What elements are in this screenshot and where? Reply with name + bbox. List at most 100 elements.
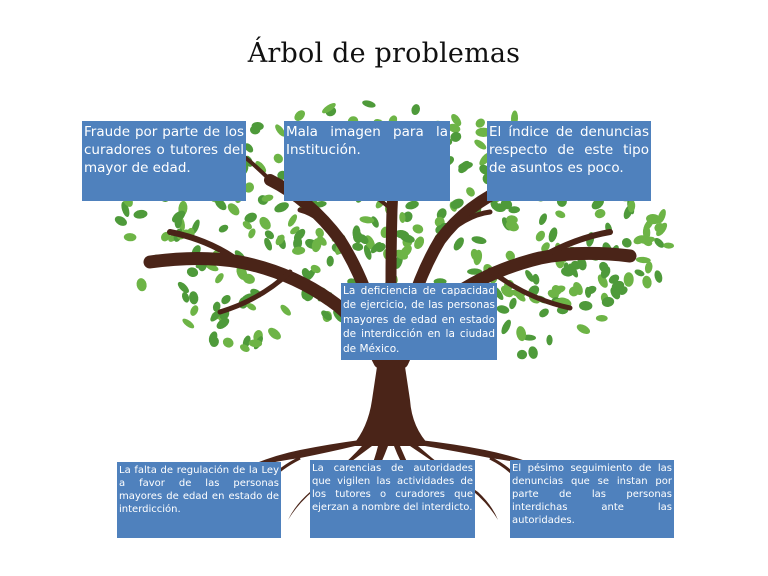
leaf	[600, 266, 611, 279]
leaf	[525, 269, 534, 282]
leaf	[458, 161, 473, 170]
leaf	[321, 310, 332, 321]
leaf	[114, 216, 127, 226]
leaf	[621, 238, 632, 248]
leaf	[181, 292, 190, 303]
leaf	[273, 153, 283, 164]
leaf	[568, 263, 579, 278]
leaf	[577, 257, 587, 271]
leaf	[414, 236, 425, 250]
leaf	[528, 346, 538, 359]
leaf	[633, 235, 646, 245]
leaf	[161, 231, 170, 242]
leaf	[251, 121, 264, 131]
leaf	[595, 314, 608, 322]
leaf	[516, 349, 528, 360]
leaf	[654, 270, 663, 283]
leaf	[496, 305, 510, 314]
leaf	[264, 237, 273, 251]
effect-box-indice-denuncias: El índice de denuncias respecto de este …	[487, 121, 651, 201]
cause-box-falta-regulacion: La falta de regulación de la Ley a favor…	[117, 462, 281, 538]
leaf	[274, 202, 289, 213]
leaf	[617, 286, 628, 295]
leaf	[242, 221, 252, 230]
leaf	[275, 234, 285, 246]
leaf	[259, 216, 271, 230]
leaf	[264, 230, 275, 240]
leaf	[244, 143, 254, 153]
leaf	[561, 267, 574, 277]
leaf	[608, 274, 620, 284]
leaf	[601, 296, 615, 307]
leaf	[293, 236, 303, 250]
leaf	[292, 246, 306, 255]
leaf	[568, 286, 580, 297]
leaf	[123, 233, 137, 242]
leaf	[214, 198, 227, 211]
leaf	[326, 255, 334, 267]
leaf	[375, 242, 386, 253]
leaf	[136, 278, 147, 292]
leaf	[535, 230, 546, 242]
effect-box-mala-imagen: Mala imagen para la Institución.	[284, 121, 450, 201]
leaf	[294, 110, 306, 121]
leaf	[358, 234, 369, 244]
leaf	[405, 200, 419, 210]
leaf	[244, 182, 254, 193]
leaf	[610, 286, 621, 300]
leaf	[474, 139, 487, 150]
leaf	[208, 331, 218, 344]
leaf	[470, 248, 480, 261]
leaf	[248, 228, 256, 239]
leaf	[467, 268, 483, 275]
leaf	[394, 229, 410, 239]
leaf	[501, 319, 511, 335]
leaf	[505, 250, 515, 261]
leaf	[399, 212, 406, 223]
leaf	[508, 206, 520, 214]
leaf	[514, 291, 526, 302]
leaf	[516, 326, 527, 342]
leaf	[475, 118, 485, 128]
leaf	[642, 275, 652, 289]
leaf	[322, 103, 336, 114]
central-problem-box: La deficiencia de capacidad de ejercicio…	[341, 283, 497, 360]
diagram-title: Árbol de problemas	[247, 38, 521, 69]
leaf	[290, 226, 300, 235]
leaf	[646, 214, 661, 225]
leaf	[352, 242, 364, 251]
leaf	[215, 273, 224, 284]
leaf	[333, 310, 344, 323]
leaf	[555, 210, 566, 219]
leaf	[246, 302, 257, 311]
leaf	[450, 198, 464, 209]
leaf	[627, 199, 636, 213]
leaf	[436, 208, 447, 220]
leaf	[315, 227, 324, 238]
leaf	[221, 294, 231, 305]
leaf	[635, 256, 651, 264]
leaf	[244, 212, 257, 223]
leaf	[471, 236, 487, 244]
leaf	[412, 224, 424, 234]
leaf	[275, 124, 286, 137]
leaf	[663, 242, 675, 249]
leaf	[212, 301, 221, 312]
leaf	[352, 225, 361, 241]
leaf	[548, 227, 558, 243]
leaf	[585, 285, 597, 295]
leaf	[553, 285, 566, 294]
leaf	[594, 209, 606, 219]
leaf	[411, 104, 420, 116]
leaf	[657, 209, 666, 224]
leaf	[255, 161, 267, 173]
leaf	[623, 272, 634, 287]
leaf	[287, 214, 298, 227]
leaf	[261, 194, 274, 202]
leaf	[654, 238, 665, 248]
cause-box-carencia-autoridades: La carencias de autoridades que vigilen …	[310, 460, 475, 538]
leaf	[576, 324, 591, 334]
leaf	[268, 327, 281, 340]
leaf	[310, 264, 321, 274]
effect-box-fraude: Fraude por parte de los curadores o tuto…	[82, 121, 246, 201]
